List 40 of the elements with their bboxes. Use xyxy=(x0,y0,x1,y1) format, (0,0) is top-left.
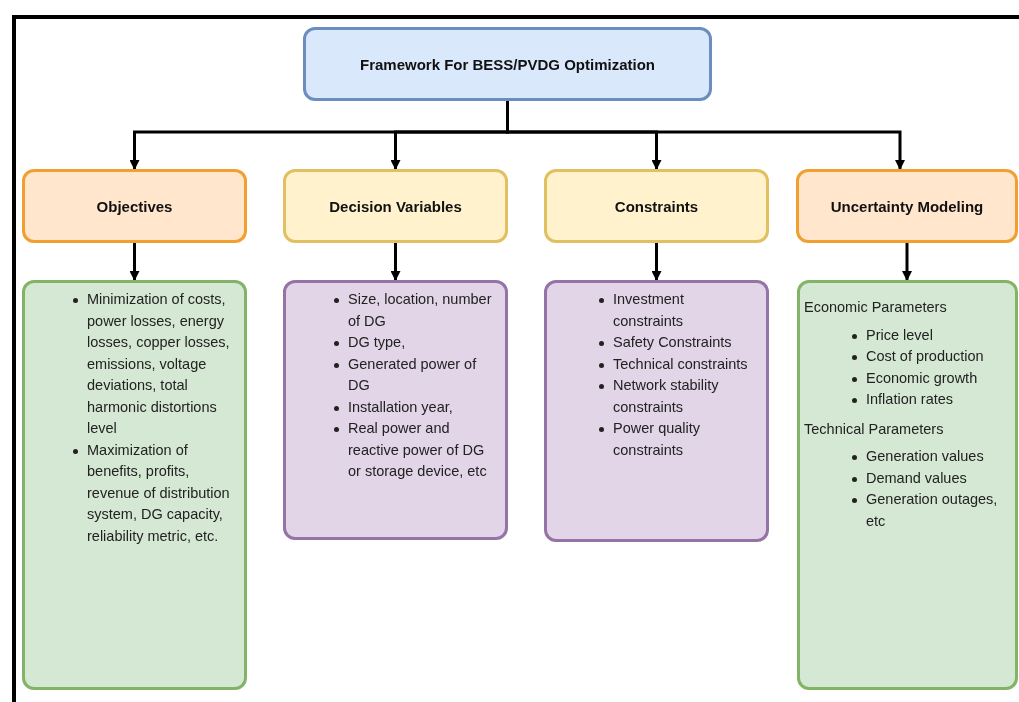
bullet-item: Power quality constraints xyxy=(613,419,702,460)
group-heading: Technical Parameters xyxy=(804,419,945,439)
bullet-item: Generation values xyxy=(866,447,985,466)
category-box xyxy=(283,169,508,243)
list-box xyxy=(544,280,769,542)
bullet-item: Network stability constraints xyxy=(613,376,720,417)
title-text: Framework For BESS/PVDG Optimization xyxy=(359,55,656,73)
bullet-item: Demand values xyxy=(866,468,968,488)
connector-arrow xyxy=(651,243,662,281)
list-box xyxy=(797,280,1018,690)
bullet-item: Cost of production xyxy=(866,347,985,366)
bullet-item: Economic growth xyxy=(866,368,979,388)
bullet-item: Inflation rates xyxy=(866,390,955,409)
bullet-item: Price level xyxy=(866,325,934,345)
category-label: Uncertainty Modeling xyxy=(830,197,984,215)
bullet-item: Real power and reactive power of DG or storage device, etc xyxy=(348,419,488,481)
connector-arrow xyxy=(902,243,912,281)
bullet-item: Generation outages, etc xyxy=(866,490,999,531)
category-label: Constraints xyxy=(614,197,699,215)
bullet-item: Safety Constraints xyxy=(613,333,733,352)
group-heading: Economic Parameters xyxy=(804,298,948,317)
bullet-item: Generated power of DG xyxy=(348,354,478,395)
connector-arrow xyxy=(129,243,140,281)
list-box xyxy=(283,280,508,540)
bullet-item: Technical constraints xyxy=(613,354,749,374)
bullet-item: Installation year, xyxy=(348,397,454,417)
connector-arrow xyxy=(390,243,401,281)
bullet-item: Minimization of costs, power losses, energy losses, copper losses, emissions, voltage deviations, total harmonic distortions level xyxy=(87,290,231,438)
connector-arrow xyxy=(506,101,905,170)
category-box xyxy=(796,169,1018,243)
category-box xyxy=(22,169,247,243)
bullet-item: DG type, xyxy=(348,333,407,352)
bullet-item: Investment constraints xyxy=(613,290,685,331)
category-label: Objectives xyxy=(96,197,173,215)
category-label: Decision Variables xyxy=(329,197,462,215)
list-box xyxy=(22,280,247,690)
bullet-item: Maximization of benefits, profits, revenue of distribution system, DG capacity, reliability metric, etc. xyxy=(87,440,231,546)
category-box xyxy=(544,169,769,243)
category-box xyxy=(303,27,712,101)
bullet-item: Size, location, number of DG xyxy=(348,290,493,331)
